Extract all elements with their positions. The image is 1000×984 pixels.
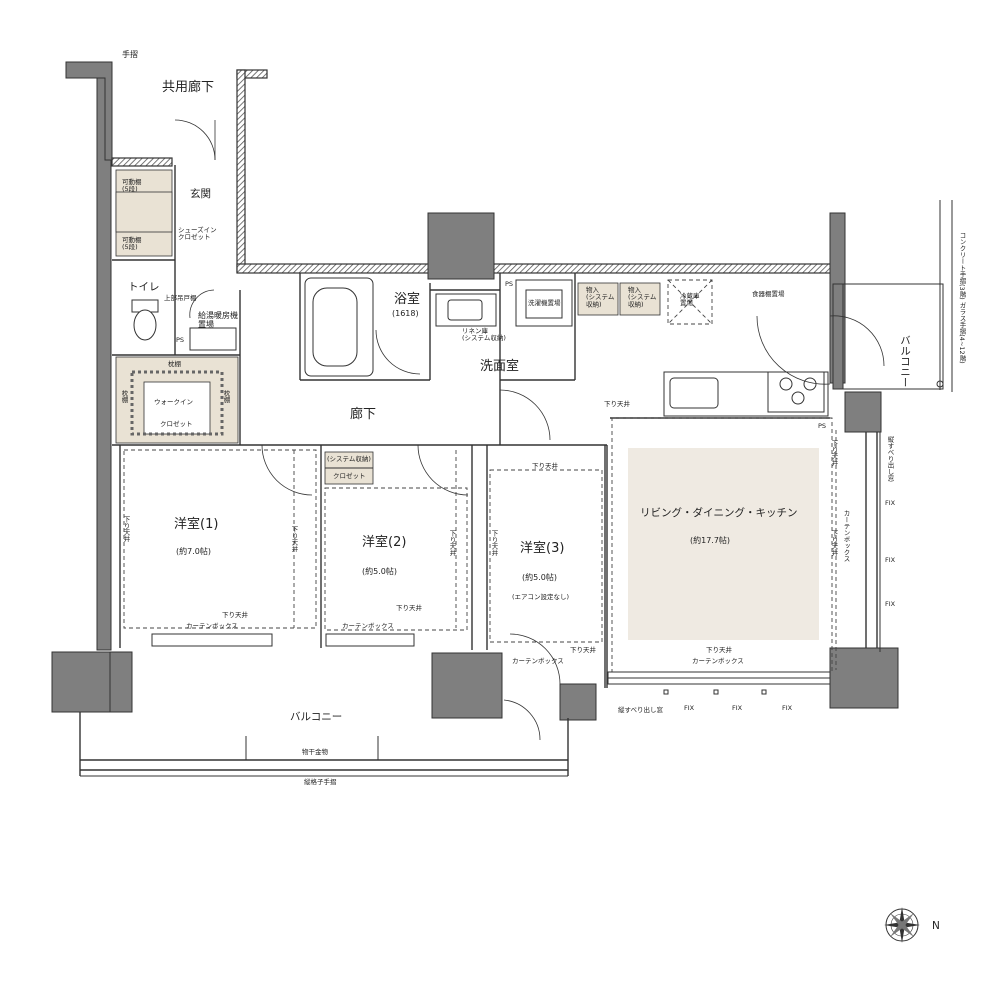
label-upper-cabinet: 上部吊戸棚: [164, 293, 197, 302]
label-shelf-right: 枕棚: [222, 389, 230, 405]
label-fix-1: FIX: [885, 499, 896, 507]
label-shelf-left: 枕棚: [120, 389, 128, 405]
label-shoes-in-closet: シューズインクロゼット: [178, 225, 217, 241]
label-balcony-main: バルコニー: [290, 711, 342, 723]
label-ldk: リビング・ダイニング・キッチン: [640, 506, 798, 519]
label-sagari-r1-right: 下り天井: [290, 526, 298, 554]
label-tate-window-right: 縦すべり出し窓: [886, 435, 894, 482]
label-sagari-right-a: 下り天井: [830, 440, 838, 468]
label-sagari-r1-left: 下り天井: [122, 516, 130, 544]
label-fix-b1: FIX: [684, 704, 695, 712]
label-north: N: [932, 920, 940, 932]
label-room-2-size: (約5.0帖): [362, 566, 397, 576]
label-fix-2: FIX: [885, 556, 896, 564]
label-entrance: 玄関: [190, 187, 211, 200]
label-corridor: 廊下: [350, 406, 376, 422]
label-room-1-size: (約7.0帖): [176, 546, 211, 556]
label-drying-hardware: 物干金物: [302, 747, 329, 756]
label-fix-b2: FIX: [732, 704, 743, 712]
label-bath-size: (1618): [392, 309, 419, 318]
label-curtain-box-r3: カーテンボックス: [512, 657, 564, 665]
label-shelf-top: 枕棚: [168, 359, 182, 368]
label-sagari-r2-bottom: 下り天井: [396, 603, 423, 612]
label-water-heater: 給湯暖房機置場: [198, 310, 238, 329]
bathtub-icon: [304, 277, 374, 377]
label-sagari-r1-bottom: 下り天井: [222, 610, 249, 619]
label-room-2: 洋室(2): [362, 534, 406, 550]
label-room-1: 洋室(1): [174, 516, 218, 532]
label-fridge: 冷蔵庫置場: [680, 291, 700, 307]
compass-icon: [884, 907, 920, 943]
label-ps-vertical: PS: [176, 336, 184, 344]
label-closet-wic: クロゼット: [160, 419, 193, 428]
label-sagari-right-b: 下り天井: [830, 530, 838, 558]
label-sagari-r3-bottom: 下り天井: [570, 645, 597, 654]
label-shelf-upper: 可動棚(5段): [122, 177, 142, 193]
label-room-3: 洋室(3): [520, 540, 564, 556]
label-shelf-lower: 可動棚(5段): [122, 235, 142, 251]
label-sagari-r3-top: 下り天井: [532, 461, 559, 470]
label-curtain-box-right: カーテンボックス: [842, 510, 850, 563]
label-washer: 洗濯機置場: [528, 298, 561, 307]
labels: 手摺 共用廊下 玄関 可動棚(5段) 可動棚(5段) シューズインクロゼット ト…: [120, 49, 966, 932]
dropped-ceiling-lines: [123, 417, 837, 673]
label-curtain-box-r2: カーテンボックス: [342, 622, 394, 630]
label-linen: リネン庫(システム収納): [462, 326, 506, 342]
label-ldk-size: (約17.7帖): [690, 535, 730, 545]
label-ps-kitchen: PS: [818, 422, 826, 430]
windows: [151, 633, 831, 695]
washer-area: [515, 279, 573, 327]
label-handrail-top: 手摺: [122, 49, 138, 59]
doors: [174, 119, 885, 741]
label-ps-laundry: PS: [505, 280, 513, 288]
ldk-floor: [628, 448, 819, 640]
label-balcony-side: バルコニー: [899, 335, 911, 388]
storage-areas: [115, 169, 661, 485]
label-tate-window-bottom: 縦すべり出し窓: [618, 705, 664, 714]
label-walkin: ウォークイン: [154, 398, 193, 406]
label-sagari-r2-right: 下り天井: [448, 530, 456, 558]
label-fix-b3: FIX: [782, 704, 793, 712]
label-sagari-kitchen: 下り天井: [604, 399, 631, 408]
label-curtain-box-ldk: カーテンボックス: [692, 657, 744, 665]
fridge-area: [667, 279, 713, 325]
label-vertical-rail: 縦格子手摺: [304, 777, 337, 786]
label-sagari-ldk-bottom: 下り天井: [706, 645, 733, 654]
label-room-3-note: (エアコン設定なし): [512, 592, 569, 601]
label-sys-storage: (システム収納): [327, 454, 371, 463]
label-closet-small: クロゼット: [333, 471, 366, 480]
balcony: [79, 712, 569, 777]
label-toilet: トイレ: [128, 281, 160, 293]
label-dish-shelf: 食器棚置場: [752, 289, 785, 298]
label-room-3-size: (約5.0帖): [522, 572, 557, 582]
label-bath: 浴室: [394, 291, 420, 307]
label-washroom: 洗面室: [480, 358, 519, 374]
label-concrete-rail: コンクリート手摺(3階) ガラス手摺(4~12階): [958, 232, 966, 364]
label-sagari-r3-left: 下り天井: [490, 530, 498, 558]
label-storage-1: 物入(システム収納): [586, 285, 615, 308]
label-common-corridor: 共用廊下: [162, 79, 214, 95]
label-fix-3: FIX: [885, 600, 896, 608]
toilet-icon: [131, 299, 159, 341]
label-curtain-box-r1: カーテンボックス: [186, 622, 238, 630]
partitions: [112, 165, 830, 688]
walls: [51, 61, 953, 721]
label-storage-2: 物入(システム収納): [628, 285, 657, 308]
stove-icon: [767, 371, 825, 413]
